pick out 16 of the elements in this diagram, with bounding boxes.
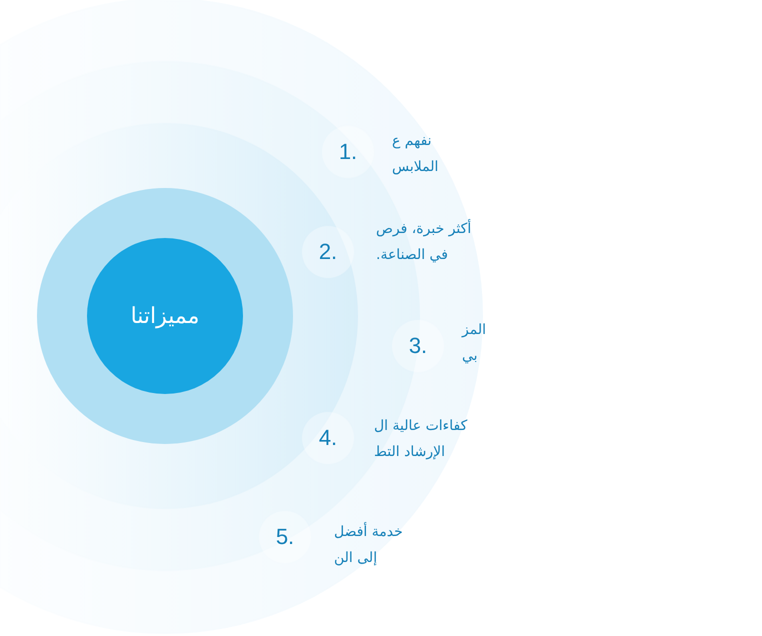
item-description: إلى الن	[334, 549, 378, 568]
item-description: كفاءات عالية ال	[374, 417, 468, 436]
item-number: 3.	[408, 333, 428, 359]
item-description: الملابس	[392, 158, 438, 177]
item-description: خدمة أفضل	[334, 522, 403, 542]
item-number: 1.	[338, 139, 358, 165]
item-number: 5.	[276, 524, 294, 550]
item-description: بي	[462, 347, 478, 366]
item-description: أكثر خبرة، فرص	[376, 219, 472, 239]
center-title: مميزاتنا	[130, 304, 200, 328]
item-description: الإرشاد التط	[374, 443, 445, 462]
item-description: في الصناعة.	[376, 246, 448, 265]
item-description: نفهم ع	[392, 132, 432, 151]
item-description: المز	[462, 321, 486, 340]
item-number: 4.	[318, 425, 338, 451]
item-number: 2.	[318, 239, 338, 265]
